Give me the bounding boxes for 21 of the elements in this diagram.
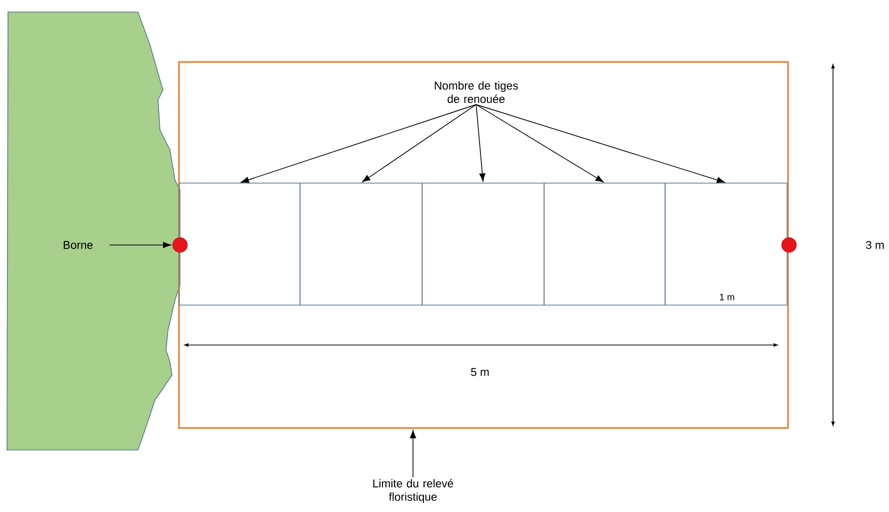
arrow: [476, 104, 486, 182]
marker-dot: [172, 237, 188, 253]
label-text: Limite du relevé floristique: [373, 479, 454, 504]
quadrat-box: [544, 182, 666, 306]
quadrat-box: [664, 182, 788, 306]
quadrat-box: [178, 182, 301, 306]
arrow: [476, 104, 604, 182]
arrow: [476, 104, 725, 183]
dimension-label: 3 m: [866, 241, 884, 250]
arrow: [410, 430, 416, 478]
label-text: Borne: [64, 241, 93, 249]
label-text: Nombre de tiges de renouée: [434, 81, 518, 103]
quadrat-box: [300, 182, 423, 306]
quadrat-box: [422, 182, 545, 306]
dimension-label: 5 m: [471, 368, 489, 376]
arrow: [109, 242, 172, 248]
dimension-label: 1 m: [720, 294, 734, 300]
arrow: [362, 104, 477, 182]
arrow: [240, 104, 477, 183]
marker-dot: [781, 237, 797, 253]
boundary-box: [178, 61, 789, 429]
